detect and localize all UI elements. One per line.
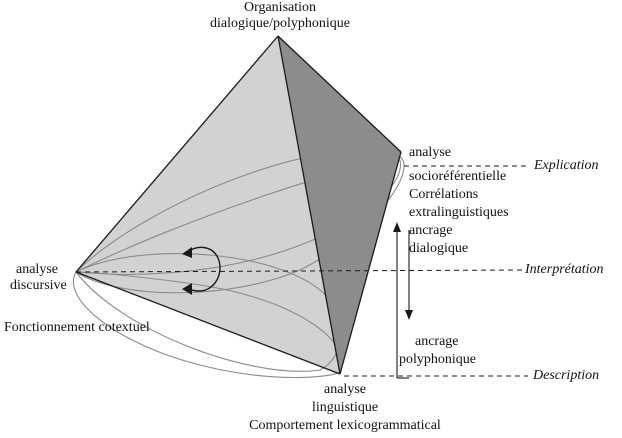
level-interpretation: Interprétation [525, 262, 604, 277]
ellipse-upper [75, 149, 405, 294]
bottom-vertex-label-2: linguistique [311, 400, 379, 415]
right-vertex-label-3: Corrélations [409, 187, 479, 202]
rotation-arrow-bottom-icon [182, 283, 192, 295]
level-description: Description [533, 368, 600, 383]
polyphonic-anchor-label-1: ancrage [415, 334, 459, 349]
vertical-bracket [396, 228, 410, 379]
right-vertex-label-6: dialogique [409, 241, 469, 256]
bottom-vertex-label-3: Comportement lexicogrammatical [249, 418, 441, 433]
interpretation-line [75, 269, 523, 273]
right-vertex-label-1: analyse [409, 145, 451, 160]
dark-face [278, 36, 401, 374]
rotation-arrow-top-icon [182, 247, 192, 258]
level-lines [75, 165, 528, 377]
bottom-vertex-label-1: analyse [324, 382, 366, 397]
edge-left-bottom [75, 271, 341, 375]
arrow-down-icon [405, 310, 413, 320]
top-vertex-label-2: dialogique/polyphonique [210, 16, 350, 31]
polyphonic-anchor-label-2: polyphonique [399, 352, 476, 367]
left-vertex-label-1: analyse [16, 262, 58, 277]
edge-right-bottom [339, 151, 402, 375]
right-vertex-label-4: extralinguistiques [409, 205, 509, 220]
left-vertex-label-2: discursive [10, 278, 67, 293]
left-vertex-caption: Fonctionnement cotextuel [4, 320, 150, 335]
tetrahedron-edges [75, 35, 402, 375]
edge-top-right [277, 35, 402, 153]
right-vertex-label-2: socioréférentielle [409, 169, 507, 184]
edge-top-left [75, 35, 279, 273]
top-vertex-label-1: Organisation [243, 0, 317, 15]
edge-top-bottom [277, 35, 341, 375]
arrow-up-icon [393, 222, 401, 232]
ellipse-mid [75, 159, 402, 275]
rotation-arc [186, 246, 221, 292]
rotation-arrows [186, 246, 221, 292]
right-vertex-label-5: ancrage [409, 223, 453, 238]
level-explication: Explication [534, 158, 599, 173]
